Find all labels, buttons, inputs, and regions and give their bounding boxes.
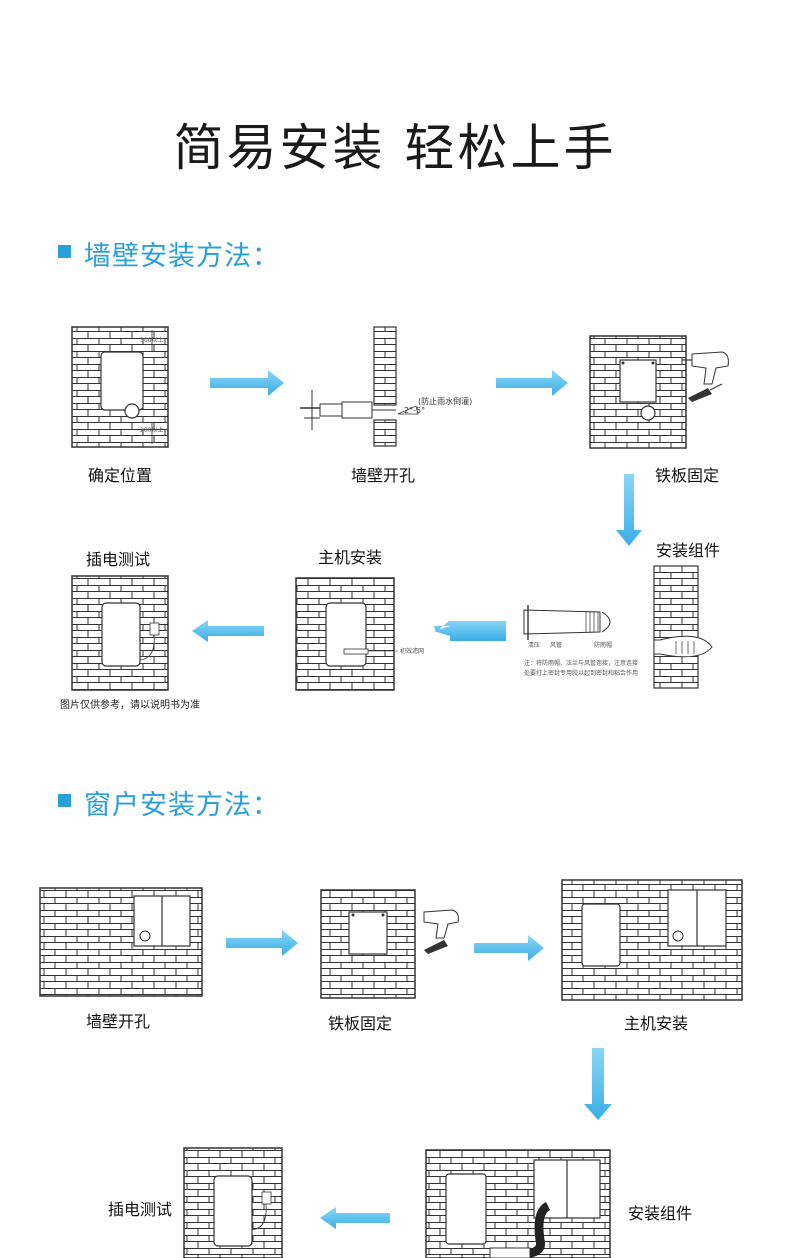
drill-icon — [682, 351, 729, 385]
window-test-diagram — [183, 1147, 283, 1258]
arrow-right-icon — [210, 370, 284, 396]
window-step-label-plate: 铁板固定 — [328, 1014, 393, 1033]
wall-host-diagram — [295, 577, 398, 691]
wall-plate-diagram — [589, 335, 687, 449]
step-label-position: 确定位置 — [88, 466, 153, 485]
arrow-down-icon — [616, 474, 642, 546]
arrow-left-icon — [434, 620, 506, 641]
step-label-plate: 铁板固定 — [655, 466, 720, 485]
reference-note: 图片仅供参考，请以说明书为准 — [60, 700, 200, 711]
window-step-label-drill: 墙壁开孔 — [86, 1012, 151, 1031]
dimension-bottom: 200以上 — [140, 427, 164, 434]
pipe-label: 清压 — [528, 642, 541, 649]
arrow-right-icon — [496, 370, 568, 396]
drill-icon — [423, 909, 459, 939]
screwdriver-icon — [424, 940, 448, 954]
window-step-label-host: 主机安装 — [624, 1014, 689, 1033]
window-drill-diagram — [39, 887, 203, 997]
wall-assembly-diagram — [653, 565, 713, 689]
window-assembly-diagram — [425, 1149, 611, 1258]
step-label-drill: 墙壁开孔 — [351, 466, 416, 485]
pipe-parts-diagram — [523, 605, 611, 640]
section-marker — [58, 794, 71, 807]
screwdriver-icon — [688, 383, 723, 402]
arrow-left-icon — [192, 620, 264, 642]
arrow-right-icon — [226, 930, 298, 956]
angle-note: 2°-5° — [404, 406, 426, 415]
arrow-right-icon — [474, 935, 544, 961]
pipe-label: 风管 — [550, 642, 563, 649]
pipe-label: 防雨帽 — [594, 642, 613, 649]
pipe-note: 注：将防雨帽、法兰与风管连接，注意连接 — [524, 660, 639, 667]
pipe-note: 处要打上密封专用胶以起到密封和粘合作用 — [524, 670, 639, 677]
step-label-assembly: 安装组件 — [656, 541, 721, 560]
section-marker — [58, 245, 71, 258]
window-step-label-test: 插电测试 — [108, 1200, 173, 1219]
step-label-host: 主机安装 — [318, 548, 383, 567]
arrow-down-icon — [584, 1048, 612, 1120]
window-section-title: 窗户安装方法： — [84, 790, 280, 821]
arrow-left-icon — [320, 1207, 390, 1229]
step-label-test: 插电测试 — [86, 550, 151, 569]
page-title: 简易安装 轻松上手 — [173, 119, 617, 177]
wall-position-diagram — [71, 326, 169, 448]
window-step-label-assembly: 安装组件 — [628, 1204, 693, 1223]
filter-label: 初效滤网 — [400, 648, 425, 655]
dimension-top: 300以上 — [140, 337, 164, 344]
wall-drill-diagram — [300, 326, 419, 447]
wall-section-title: 墙壁安装方法： — [84, 241, 280, 272]
window-plate-diagram — [320, 889, 416, 999]
rain-note: (防止雨水倒灌) — [418, 397, 473, 406]
window-host-diagram — [561, 879, 743, 1001]
wall-test-diagram — [71, 575, 169, 691]
